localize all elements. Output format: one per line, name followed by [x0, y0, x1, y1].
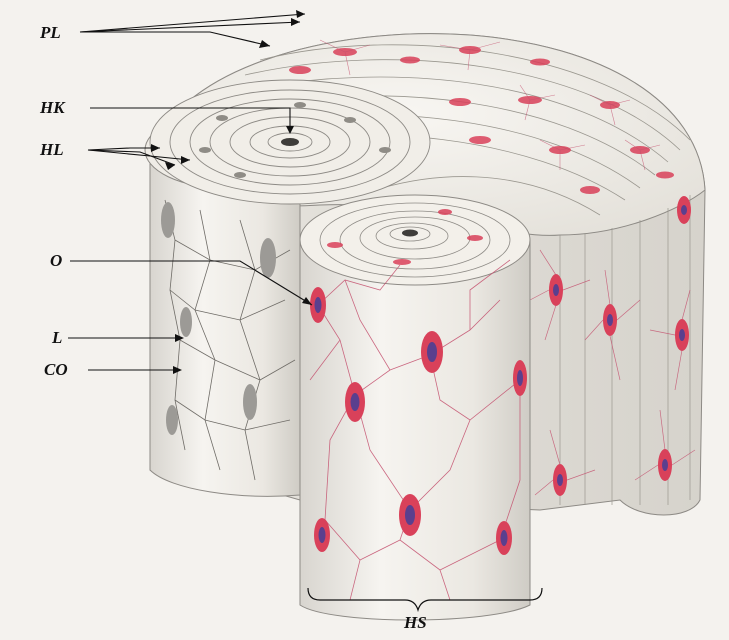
label-hs: HS [404, 614, 427, 631]
label-o: O [50, 252, 62, 269]
front-osteon-cylinder [300, 195, 530, 620]
label-l: L [52, 329, 62, 346]
label-hl: HL [40, 141, 64, 158]
label-co: CO [44, 361, 68, 378]
haversian-canal [281, 138, 299, 146]
label-pl: PL [40, 24, 61, 41]
label-hk: HK [40, 99, 65, 116]
